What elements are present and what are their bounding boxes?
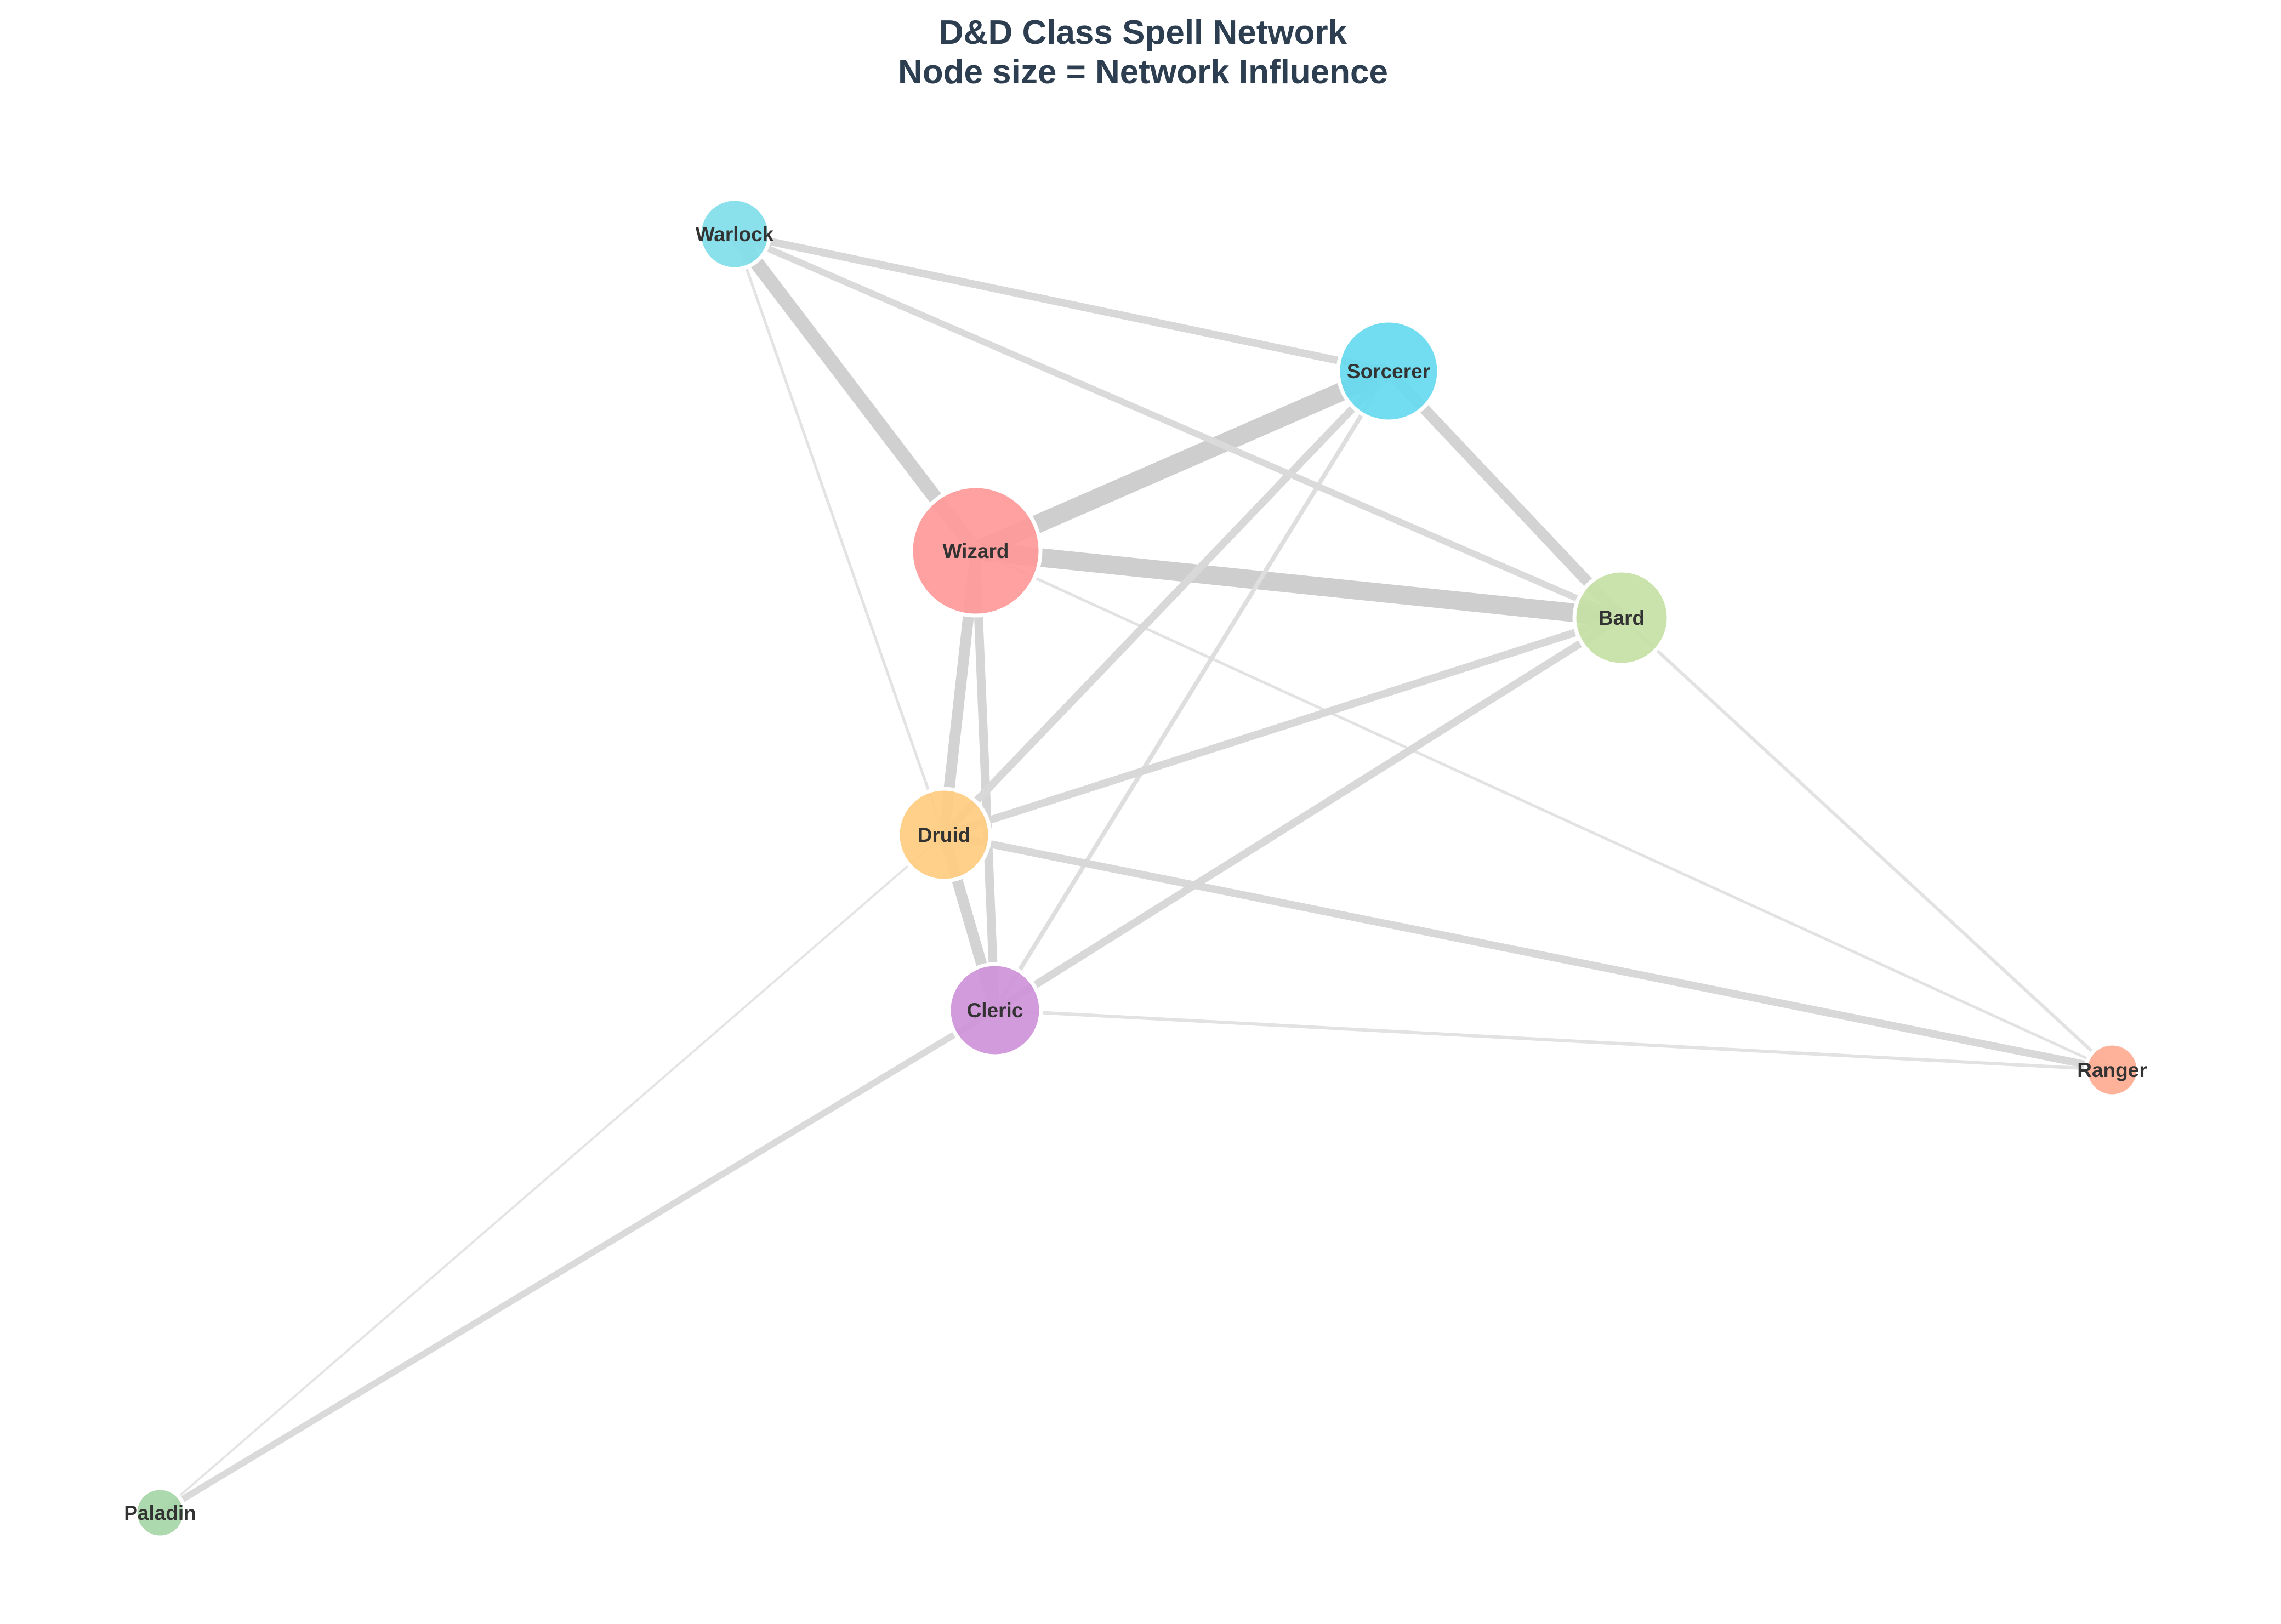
- node-cleric: Cleric: [947, 962, 1043, 1058]
- node-circle-ranger: [2084, 1041, 2141, 1098]
- node-ranger: Ranger: [2077, 1041, 2147, 1098]
- node-wizard: Wizard: [909, 484, 1043, 618]
- diagram-title: D&D Class Spell Network Node size = Netw…: [898, 14, 1388, 91]
- edge-wizard-bard: [975, 542, 1623, 627]
- node-sorcerer: Sorcerer: [1336, 318, 1441, 424]
- title-line-1: D&D Class Spell Network: [939, 14, 1347, 52]
- node-circle-paladin: [133, 1486, 187, 1540]
- node-label-paladin: Paladin: [124, 1502, 196, 1524]
- edge-warlock-druid: [733, 233, 946, 835]
- edge-bard-warlock: [733, 231, 1623, 621]
- edge-bard-ranger: [1620, 616, 2114, 1072]
- edge-wizard-cleric: [971, 550, 999, 1011]
- edge-bard-cleric: [993, 614, 1624, 1013]
- edge-bard-druid: [942, 614, 1623, 839]
- edge-cleric-paladin: [158, 1007, 997, 1516]
- node-paladin: Paladin: [124, 1486, 196, 1540]
- node-label-cleric: Cleric: [967, 999, 1023, 1022]
- node-label-wizard: Wizard: [943, 540, 1009, 562]
- node-circle-cleric: [947, 962, 1043, 1058]
- edges-layer: [158, 230, 2114, 1516]
- node-label-sorcerer: Sorcerer: [1347, 360, 1430, 383]
- edge-sorcerer-cleric: [993, 369, 1391, 1012]
- title-line-2: Node size = Network Influence: [898, 53, 1388, 91]
- node-label-bard: Bard: [1599, 607, 1645, 629]
- node-circle-wizard: [909, 484, 1043, 618]
- edge-sorcerer-warlock: [733, 230, 1390, 375]
- node-druid: Druid: [896, 787, 992, 883]
- edge-wizard-ranger: [975, 549, 2113, 1072]
- edge-sorcerer-druid: [941, 368, 1392, 837]
- edge-cleric-ranger: [994, 1008, 2113, 1072]
- edge-druid-paladin: [159, 834, 945, 1514]
- edge-druid-ranger: [943, 831, 2113, 1074]
- node-circle-warlock: [697, 197, 772, 271]
- node-bard: Bard: [1572, 568, 1671, 667]
- node-label-warlock: Warlock: [696, 223, 774, 246]
- node-circle-druid: [896, 787, 992, 883]
- node-label-druid: Druid: [918, 824, 971, 846]
- node-label-ranger: Ranger: [2077, 1059, 2147, 1081]
- node-circle-sorcerer: [1336, 318, 1441, 424]
- edge-wizard-sorcerer: [972, 362, 1392, 560]
- node-warlock: Warlock: [696, 197, 774, 271]
- edge-sorcerer-bard: [1384, 367, 1626, 622]
- node-circle-bard: [1572, 568, 1671, 667]
